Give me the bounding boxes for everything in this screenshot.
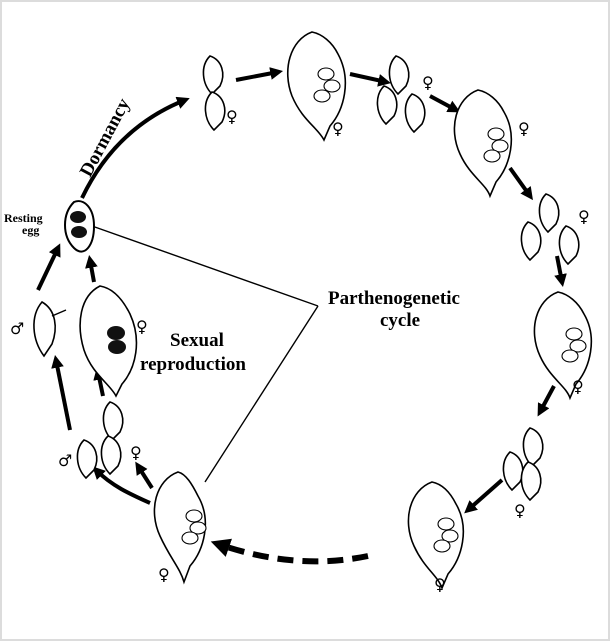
female-symbol: ♀ xyxy=(518,119,530,138)
female-symbol: ♀ xyxy=(572,377,584,396)
arrow-3 xyxy=(430,96,456,110)
arrow-4 xyxy=(510,168,530,196)
female-symbol: ♀ xyxy=(332,119,344,138)
male-symbol: ♂ xyxy=(58,451,72,470)
sexual-reproduction-label: Sexual xyxy=(170,330,224,351)
female-symbol: ♀ xyxy=(434,575,446,594)
arrow-2 xyxy=(350,74,386,82)
female-with-eggs-right-upper xyxy=(454,90,511,196)
arrow-6 xyxy=(540,386,554,412)
female-with-resting-egg xyxy=(80,286,136,396)
female-symbol: ♀ xyxy=(578,207,590,226)
parthenogenetic-cycle-label: Parthenogenetic xyxy=(328,288,460,309)
juvenile-pair-lower-left xyxy=(101,402,122,474)
male-upper xyxy=(34,302,66,356)
juvenile-pair-top-right xyxy=(377,56,424,132)
juvenile-pair-bottom-right xyxy=(503,428,542,500)
female-symbol: ♀ xyxy=(514,501,526,520)
female-symbol: ♀ xyxy=(136,317,148,336)
female-with-eggs-bottom-right xyxy=(408,482,463,588)
resting-egg-icon xyxy=(65,201,94,251)
female-symbol: ♀ xyxy=(226,107,238,126)
arrow-female-branch-1 xyxy=(138,466,152,488)
female-symbol: ♀ xyxy=(158,565,170,584)
resting-egg-label-line2: egg xyxy=(22,223,39,237)
juvenile-pair-right xyxy=(521,194,578,264)
female-symbol: ♀ xyxy=(130,443,142,462)
female-symbol: ♀ xyxy=(422,73,434,92)
arrow-5 xyxy=(557,256,562,282)
juvenile-pair-top-left xyxy=(203,56,224,130)
arrow-7 xyxy=(468,480,502,510)
arrow-sexual-2 xyxy=(56,360,70,430)
arrow-sexual-3 xyxy=(38,248,58,290)
sexual-reproduction-label-line2: reproduction xyxy=(140,354,246,375)
arrow-1 xyxy=(236,72,278,80)
arrow-dashed xyxy=(218,544,368,561)
arrow-female-branch-3 xyxy=(90,260,94,282)
male-lower xyxy=(77,440,96,478)
male-symbol: ♂ xyxy=(10,319,24,338)
parthenogenetic-cycle-label-line2: cycle xyxy=(380,310,420,331)
